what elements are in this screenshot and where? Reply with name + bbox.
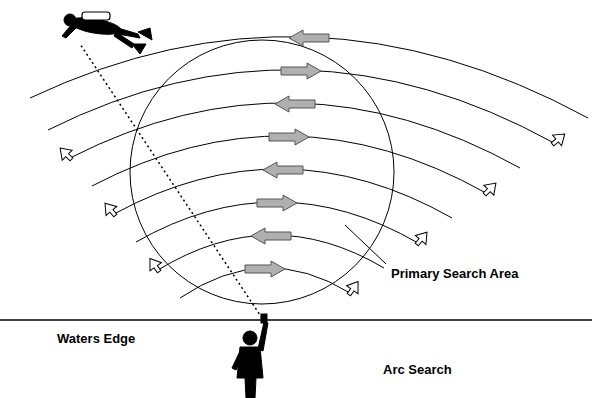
label-slot: Arc Search [382,362,453,377]
primary-search-circle [130,40,394,304]
label-slot: Primary Search Area [390,266,519,281]
label-slot: Waters Edge [56,331,136,346]
direction-arrows [245,30,329,277]
area-label: Primary Search Area [390,266,519,281]
leader-line [345,225,386,264]
shore-label: Waters Edge [56,331,136,346]
diver-figure [62,12,152,54]
turn-arrows [55,129,569,299]
tender-figure [232,314,268,398]
tether-line [80,44,262,318]
method-label: Arc Search [382,362,453,377]
search-arcs [30,37,588,298]
waters-edge-line [0,319,592,321]
